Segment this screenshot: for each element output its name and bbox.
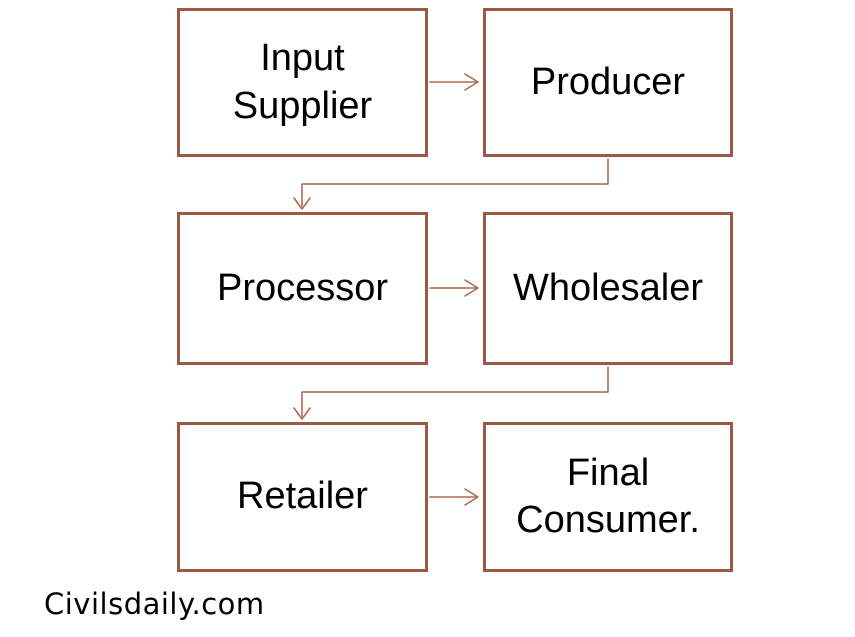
arrowhead-down-icon	[294, 198, 310, 209]
edge-processor-to-wholesaler	[430, 280, 478, 296]
arrowhead-right-icon	[465, 74, 478, 90]
watermark-text: Civilsdaily.com	[44, 587, 265, 621]
edge-producer-to-processor	[294, 159, 608, 209]
arrowhead-right-icon	[465, 280, 478, 296]
node-input-supplier: Input Supplier	[177, 8, 428, 157]
arrowhead-right-icon	[465, 489, 478, 505]
node-wholesaler: Wholesaler	[483, 212, 733, 365]
edge-retailer-to-final-consumer	[430, 489, 478, 505]
edge-input-supplier-to-producer	[430, 74, 478, 90]
node-producer: Producer	[483, 8, 733, 157]
edge-wholesaler-to-retailer	[294, 367, 608, 419]
node-retailer: Retailer	[177, 422, 428, 572]
arrowhead-down-icon	[294, 408, 310, 419]
node-processor: Processor	[177, 212, 428, 365]
node-final-consumer: Final Consumer.	[483, 422, 733, 572]
